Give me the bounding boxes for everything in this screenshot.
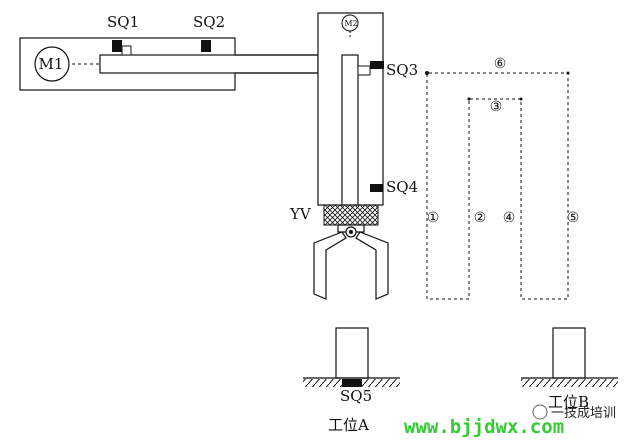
sq3-switch-icon — [370, 61, 384, 69]
sq4-switch-icon — [370, 184, 383, 192]
arm-rod — [99, 54, 319, 74]
solenoid-yv-icon — [323, 204, 379, 226]
sq2-label: SQ2 — [193, 13, 225, 31]
wechat-icon — [532, 404, 548, 420]
watermark-url: www.bjjdwx.com — [404, 416, 564, 438]
horizontal-arm — [19, 37, 319, 91]
yv-label: YV — [289, 205, 312, 223]
path-corner-dot-3 — [519, 97, 523, 101]
sq5-switch-icon — [342, 379, 362, 387]
step-4-label: ④ — [503, 210, 516, 226]
step-1-label: ① — [427, 210, 440, 226]
step-5-label: ⑤ — [567, 210, 580, 226]
watermark-brand: 一技成培训 — [551, 405, 616, 421]
sq3-actuator — [357, 65, 371, 76]
step-6-label: ⑥ — [494, 56, 507, 72]
vertical-unit — [317, 12, 384, 206]
m1-label: M1 — [39, 55, 64, 73]
sq1-actuator — [121, 45, 132, 56]
sq1-switch-icon — [112, 40, 122, 52]
sq4-label: SQ4 — [386, 178, 418, 196]
sq2-switch-icon — [201, 40, 211, 52]
station-a-label: 工位A — [328, 416, 369, 434]
workpiece-b — [552, 327, 586, 379]
step-2-label: ② — [474, 210, 487, 226]
sq5-label: SQ5 — [340, 387, 372, 405]
station-b — [521, 327, 618, 387]
sq3-label: SQ3 — [386, 61, 418, 79]
path-corner-dot-2 — [467, 97, 471, 101]
vertical-rod — [341, 54, 359, 206]
gripper-left-jaw — [313, 231, 347, 300]
path-corner-dot — [566, 71, 570, 75]
movement-path — [426, 72, 569, 300]
ground-b-hatch — [521, 379, 618, 387]
path-start-dot — [425, 71, 429, 75]
station-a — [303, 327, 400, 387]
gripper-pivot-dot — [349, 230, 353, 234]
gripper-right-jaw — [355, 231, 389, 300]
step-3-label: ③ — [490, 99, 503, 115]
workpiece-a — [335, 327, 369, 379]
sq1-label: SQ1 — [107, 13, 139, 31]
motor-m1-icon — [34, 46, 70, 82]
m2-label: M2 — [344, 19, 357, 28]
path-line — [426, 72, 569, 300]
station-b-label: 工位B — [548, 393, 589, 411]
